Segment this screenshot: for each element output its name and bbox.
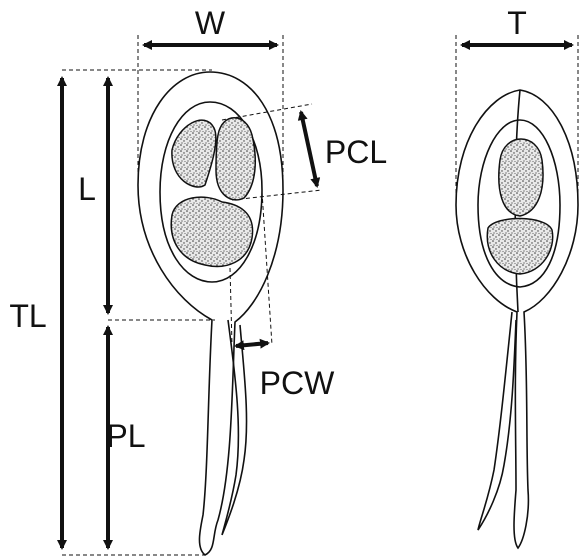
label-w: W xyxy=(195,5,226,41)
spore-side-tail-strand xyxy=(478,312,516,530)
polar-capsule-upper-left xyxy=(172,120,216,187)
reference-lines xyxy=(62,35,578,555)
label-pcl: PCL xyxy=(325,134,387,170)
pcl-arrow xyxy=(301,112,317,186)
pcw-arrow xyxy=(236,343,268,346)
polar-capsule-side-lower xyxy=(487,218,552,274)
label-l: L xyxy=(78,171,96,207)
polar-capsule-side-upper xyxy=(499,139,543,216)
polar-capsule-lower xyxy=(171,197,252,266)
label-pcw: PCW xyxy=(260,365,335,401)
label-pl: PL xyxy=(106,418,145,454)
label-tl: TL xyxy=(9,298,46,334)
label-t: T xyxy=(507,5,527,41)
polar-capsule-upper-right xyxy=(216,118,255,200)
